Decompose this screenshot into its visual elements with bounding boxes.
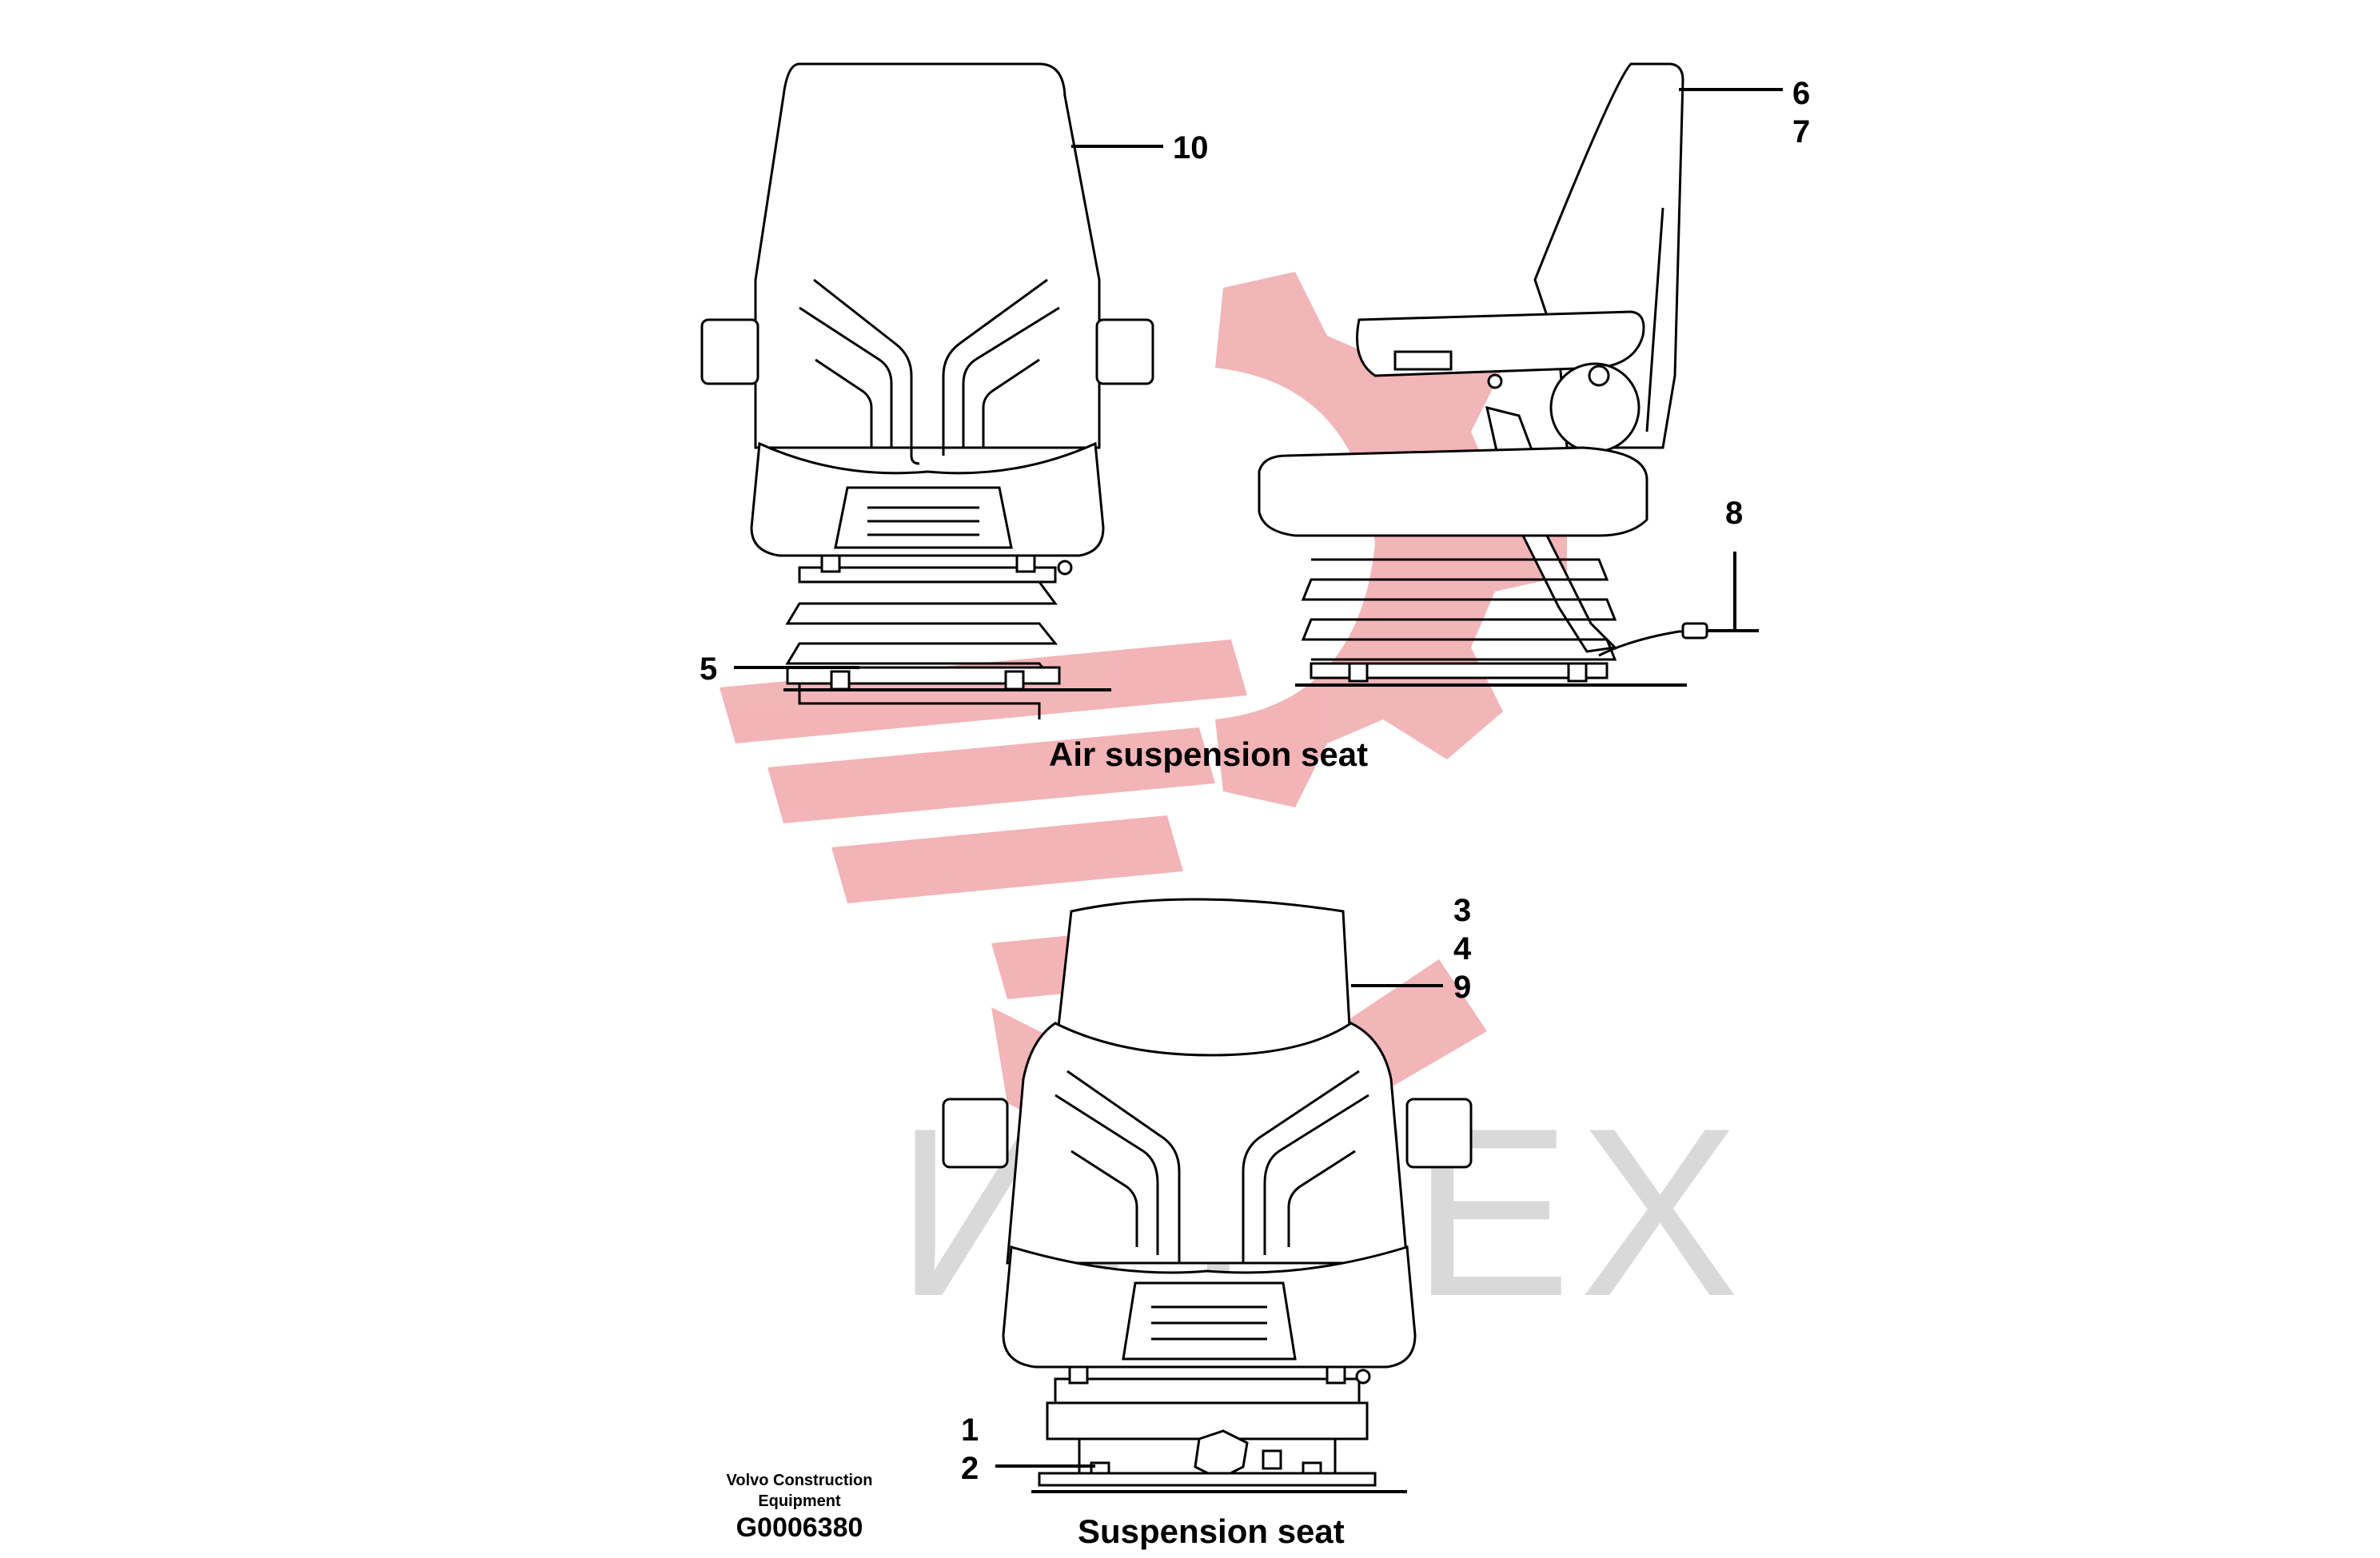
company-line-2: Equipment (758, 1492, 841, 1510)
callout-7: 7 (1792, 114, 1810, 149)
callout-6: 6 (1792, 76, 1810, 111)
callout-4: 4 (1453, 931, 1472, 966)
callout-5: 5 (700, 651, 717, 687)
callout-10: 10 (1173, 130, 1209, 165)
air-seat-front-view (700, 62, 1154, 719)
callout-3: 3 (1453, 893, 1471, 928)
figure-code: G0006380 (736, 1512, 863, 1543)
suspension-seat-front-view (942, 898, 1473, 1493)
caption-air-suspension-seat: Air suspension seat (1049, 735, 1368, 773)
callout-2: 2 (961, 1451, 979, 1486)
callout-9: 9 (1453, 970, 1471, 1005)
callout-1: 1 (961, 1413, 979, 1448)
air-seat-side-view (1258, 62, 1708, 687)
callout-8: 8 (1725, 496, 1743, 531)
caption-suspension-seat: Suspension seat (1078, 1512, 1345, 1550)
company-line-1: Volvo Construction (727, 1472, 873, 1489)
